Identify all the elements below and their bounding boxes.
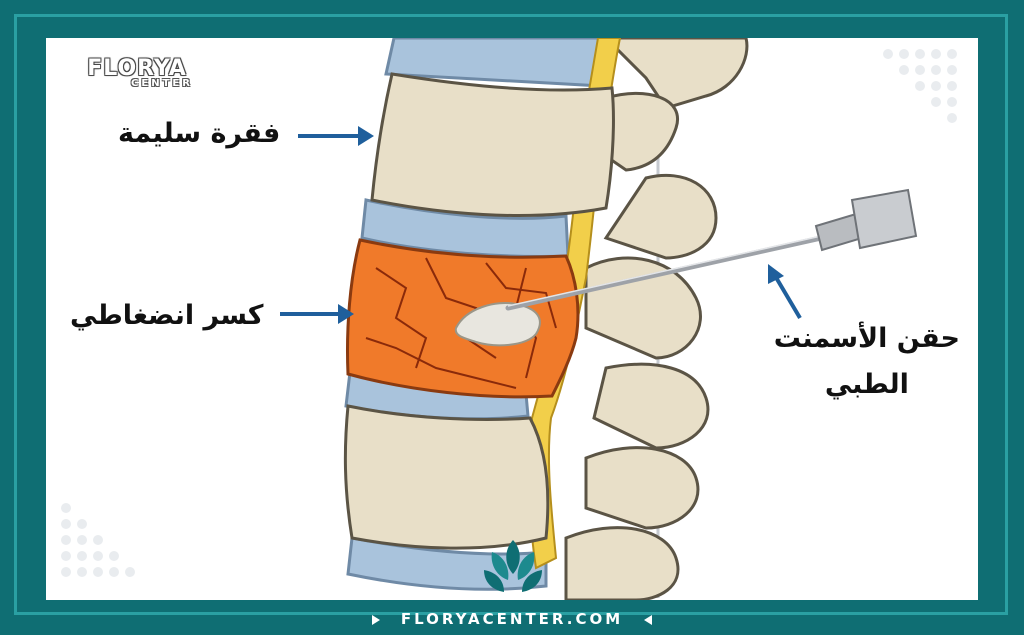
brand-logo: FLORYA CENTER [72, 56, 202, 89]
process-5 [592, 362, 710, 450]
footer-url[interactable]: FLORYACENTER.COM [400, 610, 624, 628]
label-cement-injection: حقن الأسمنت الطبي [774, 316, 960, 408]
leaf-logo-icon [484, 540, 542, 592]
process-4 [584, 256, 702, 360]
healthy-vertebra [370, 72, 615, 217]
footer: FLORYACENTER.COM [0, 604, 1024, 635]
logo-text: FLORYA [87, 56, 187, 81]
bone-cement [454, 302, 541, 347]
arrow-icon [280, 126, 802, 324]
footer-arrow-left-icon [372, 615, 380, 625]
process-1 [603, 38, 749, 110]
logo-subtext: CENTER [131, 78, 193, 89]
footer-arrow-right-icon [644, 615, 652, 625]
label-compression-fracture: كسر انضغاطي [70, 300, 264, 331]
spine-illustration [61, 38, 957, 600]
decorative-dots-top-right [883, 49, 957, 123]
posterior-processes [564, 38, 749, 600]
syringe-needle [505, 188, 918, 311]
fracture-cracks [365, 257, 557, 389]
illustration-canvas: FLORYA CENTER فقرة سليمة كسر انضغاطي حقن… [46, 38, 978, 600]
label-healthy-vertebra: فقرة سليمة [118, 118, 281, 149]
label-cement-line1: حقن الأسمنت [773, 323, 960, 354]
process-3 [603, 173, 718, 260]
vertebral-bodies [343, 72, 615, 550]
frame-border [14, 14, 1008, 615]
vertebra-lower [343, 404, 550, 550]
label-cement-line2: الطبي [824, 369, 909, 400]
decorative-dots-bottom-left [61, 503, 135, 577]
process-6 [584, 446, 700, 530]
process-7 [564, 526, 680, 600]
